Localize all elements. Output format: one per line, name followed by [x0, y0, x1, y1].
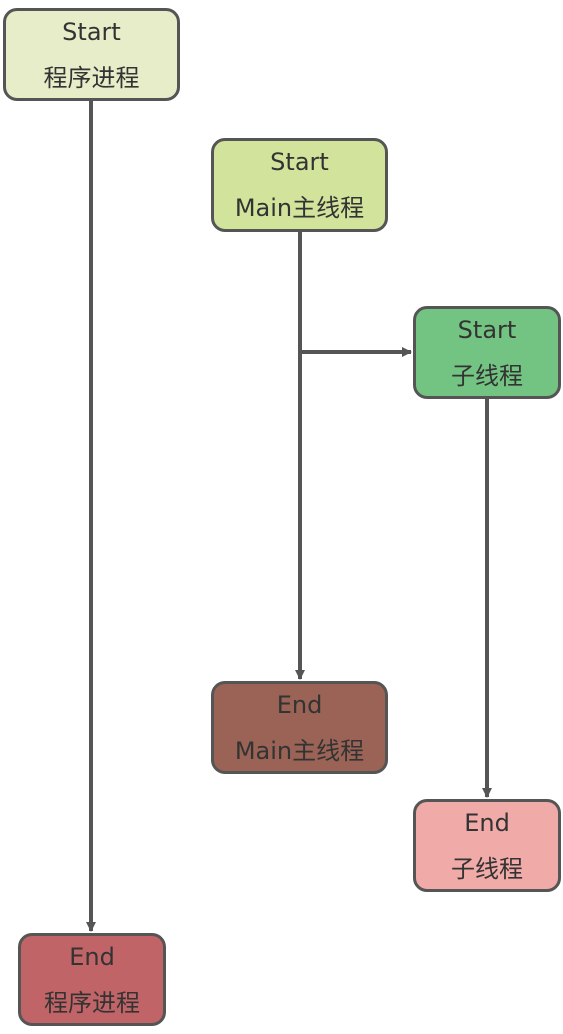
sub-thread-end-node: End 子线程: [413, 799, 561, 892]
process-start-label-line1: Start: [62, 17, 121, 46]
main-thread-end-node: End Main主线程: [211, 681, 388, 774]
process-end-label-line2: 程序进程: [44, 988, 140, 1017]
process-start-label-line2: 程序进程: [43, 63, 140, 92]
sub-thread-start-label-line2: 子线程: [451, 361, 523, 390]
process-start-node: Start 程序进程: [3, 8, 180, 101]
process-end-node: End 程序进程: [18, 933, 166, 1026]
main-thread-start-node: Start Main主线程: [211, 138, 388, 232]
main-thread-start-label-line1: Start: [270, 148, 329, 176]
sub-thread-end-label-line1: End: [464, 808, 510, 837]
process-end-label-line1: End: [69, 942, 115, 971]
main-thread-start-label-line2: Main主线程: [234, 194, 365, 222]
sub-thread-end-label-line2: 子线程: [451, 854, 523, 883]
sub-thread-start-label-line1: Start: [457, 315, 517, 344]
main-thread-end-label-line1: End: [276, 690, 323, 719]
sub-thread-start-node: Start 子线程: [413, 306, 561, 399]
main-thread-end-label-line2: Main主线程: [234, 736, 365, 765]
